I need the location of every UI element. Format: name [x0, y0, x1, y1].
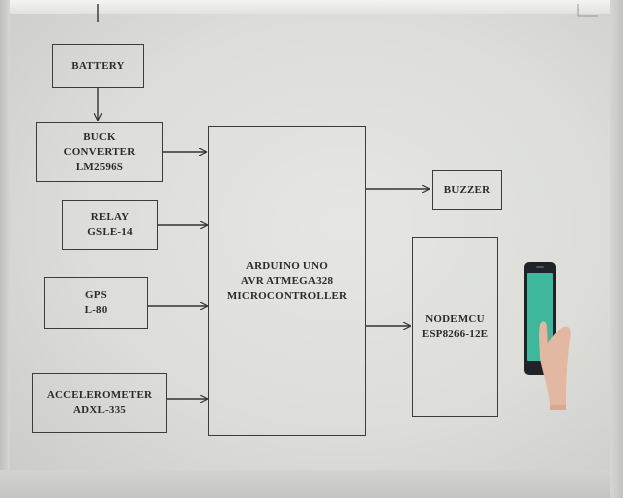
buck-converter-label-line-1: BUCK	[83, 130, 116, 143]
photo-edge-left	[0, 0, 10, 498]
battery-block: BATTERY	[52, 44, 144, 88]
gps-label-line-2: L-80	[84, 304, 108, 316]
photo-edge-top	[0, 0, 623, 14]
buzzer-label: BUZZER	[443, 183, 491, 196]
arduino-block: ARDUINO UNO AVR ATMEGA328 MICROCONTROLLE…	[208, 126, 366, 436]
photo-edge-bottom	[0, 470, 623, 498]
nodemcu-label-line-2: ESP8266-12E	[421, 328, 489, 340]
nodemcu-label-line-1: NODEMCU	[425, 313, 485, 325]
gps-label-line-1: GPS	[85, 289, 107, 301]
corner-mark	[577, 4, 598, 17]
buck-converter-label-line-3: LM2596S	[75, 160, 124, 173]
arduino-label-line-2: AVR ATMEGA328	[240, 274, 334, 287]
relay-block: RELAY GSLE-14	[62, 200, 158, 250]
gps-block: GPS L-80	[44, 277, 148, 329]
buzzer-block: BUZZER	[432, 170, 502, 210]
accelerometer-label-line-1: ACCELEROMETER	[46, 389, 153, 401]
arduino-label-line-1: ARDUINO UNO	[246, 259, 328, 272]
accelerometer-block: ACCELEROMETER ADXL-335	[32, 373, 167, 433]
buck-converter-label-line-2: CONVERTER	[63, 145, 136, 158]
buck-converter-block: BUCK CONVERTER LM2596S	[36, 122, 163, 182]
relay-label-line-1: RELAY	[90, 211, 130, 223]
photo-edge-right	[610, 0, 623, 498]
battery-label: BATTERY	[71, 59, 125, 72]
arduino-label-line-3: MICROCONTROLLER	[226, 289, 348, 302]
accelerometer-label-line-2: ADXL-335	[73, 404, 126, 416]
nodemcu-block: NODEMCU ESP8266-12E	[412, 237, 498, 417]
relay-label-line-2: GSLE-14	[87, 226, 133, 238]
hand-holding-smartphone-icon	[524, 262, 571, 410]
